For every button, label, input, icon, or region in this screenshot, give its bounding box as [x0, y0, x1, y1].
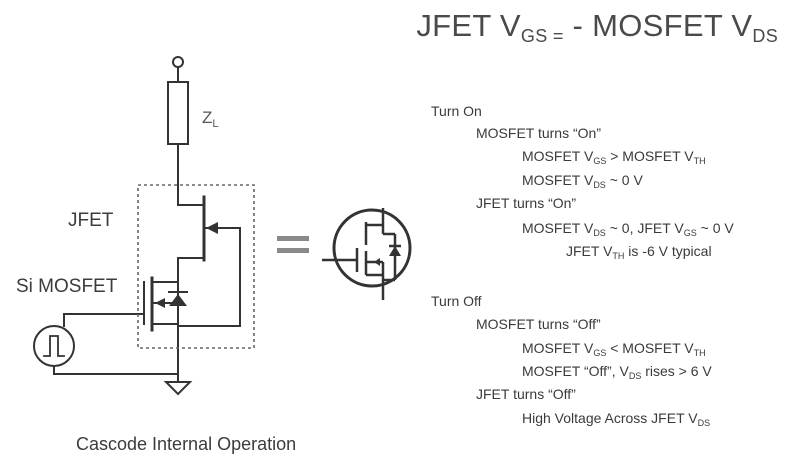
title-sub1: GS =	[520, 26, 564, 46]
turn-off-heading: Turn Off	[431, 293, 482, 309]
turn-on-heading: Turn On	[431, 103, 482, 119]
equals-sign	[277, 236, 309, 253]
mosfet-symbol	[143, 276, 188, 341]
page-title: JFET VGS = - MOSFET VDS	[416, 8, 778, 47]
turn-on-cond2: MOSFET VDS ~ 0 V	[522, 172, 643, 190]
load-impedance-label: ZL	[202, 108, 219, 130]
package-outline	[137, 184, 255, 349]
si-mosfet-label: Si MOSFET	[16, 276, 118, 297]
turn-off-cond3: High Voltage Across JFET VDS	[522, 410, 711, 428]
turn-on-cond1: MOSFET VGS > MOSFET VTH	[522, 148, 706, 166]
turn-on-cond3: MOSFET VDS ~ 0, JFET VGS ~ 0 V	[522, 220, 734, 238]
turn-off-jfet: JFET turns “Off”	[476, 386, 576, 402]
title-sub2: DS	[752, 26, 778, 46]
jfet-label: JFET	[68, 210, 114, 231]
cascode-symbol	[322, 208, 412, 300]
turn-off-cond1: MOSFET VGS < MOSFET VTH	[522, 340, 706, 358]
jfet-symbol	[177, 195, 241, 327]
turn-on-jfet: JFET turns “On”	[476, 195, 577, 211]
diagram-caption: Cascode Internal Operation	[76, 434, 297, 454]
ground-symbol	[163, 381, 193, 396]
turn-on-mosfet: MOSFET turns “On”	[476, 125, 601, 141]
title-part1: JFET V	[416, 8, 521, 43]
turn-off-cond2: MOSFET “Off”, VDS rises > 6 V	[522, 363, 712, 381]
title-part2: - MOSFET V	[563, 8, 753, 43]
turn-off-mosfet: MOSFET turns “Off”	[476, 316, 601, 332]
turn-on-cond4: JFET VTH is -6 V typical	[566, 243, 712, 261]
